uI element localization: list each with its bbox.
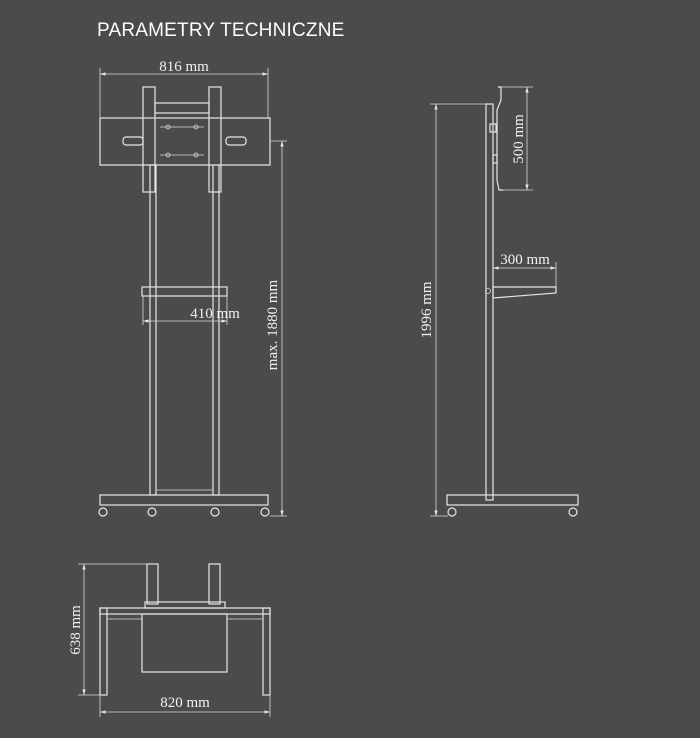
tv-mount — [489, 86, 503, 191]
shelf-width-label: 410 mm — [190, 306, 240, 322]
shelf-width-dimension: 410 mm — [142, 296, 240, 325]
side-height-label: 1996 mm — [419, 281, 435, 338]
shelf — [485, 286, 557, 299]
front-view: 816 mm 410 mm — [98, 59, 287, 517]
shelf-depth-dimension: 300 mm — [493, 252, 557, 287]
depth-dimension: 638 mm — [68, 563, 148, 696]
height-dimension: 1996 mm — [419, 103, 487, 517]
post-right — [208, 563, 221, 605]
mount-height-dimension: 500 mm — [501, 86, 533, 191]
side-view: 1996 mm 500 mm 300 mm — [419, 86, 579, 517]
post-left — [146, 563, 159, 605]
shelf — [141, 613, 228, 673]
mount-height-label: 500 mm — [511, 114, 527, 164]
top-width-label: 820 mm — [160, 695, 210, 711]
poles — [149, 164, 220, 496]
width-dimension: 816 mm — [99, 59, 269, 118]
page-title: PARAMETRY TECHNICZNE — [97, 20, 345, 41]
shelf — [141, 286, 228, 297]
pole — [485, 103, 494, 501]
top-view: 638 mm 820 mm — [68, 563, 271, 717]
height-dimension: max. 1880 mm — [265, 140, 287, 517]
shelf-depth-label: 300 mm — [500, 252, 550, 268]
tv-mount-plate — [99, 86, 271, 193]
base — [446, 494, 579, 517]
front-width-label: 816 mm — [159, 59, 209, 75]
front-height-label: max. 1880 mm — [265, 279, 281, 370]
base — [98, 494, 270, 517]
top-depth-label: 638 mm — [68, 605, 84, 655]
width-dimension: 820 mm — [99, 695, 271, 717]
